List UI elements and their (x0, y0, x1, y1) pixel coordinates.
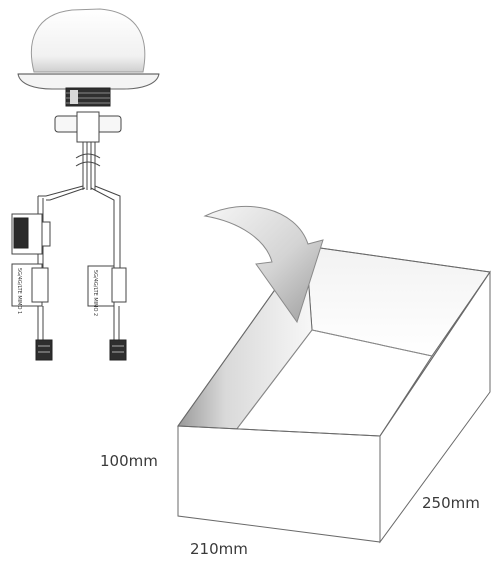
mimo-2-label: 5G/4G/LTE MIMO 2 (92, 270, 98, 316)
box-front-face (177, 425, 381, 543)
dimension-width-label: 210mm (190, 540, 248, 558)
antenna-dome (30, 8, 146, 73)
mimo-1-connector: 5G/4G/LTE MIMO 1 (11, 263, 53, 361)
antenna-base (17, 73, 160, 90)
rj45-plug-1 (35, 339, 53, 361)
mimo-2-connector: 5G/4G/LTE MIMO 2 (87, 265, 127, 361)
insert-arrow (203, 205, 324, 324)
antenna (11, 8, 160, 280)
box-floor (236, 330, 432, 436)
dimension-depth-label: 250mm (422, 494, 480, 512)
mimo-1-label: 5G/4G/LTE MIMO 1 (16, 268, 22, 314)
rj45-plug-2 (109, 339, 127, 361)
dimension-height-label: 100mm (100, 452, 158, 470)
